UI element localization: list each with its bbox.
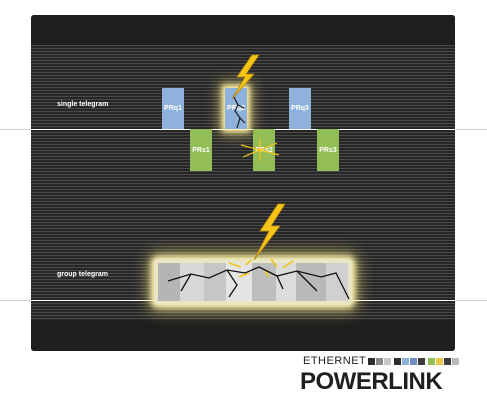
response-box-prs3: PRs3 <box>317 129 339 171</box>
diagram-panel: single telegram group telegram PRq1 PRq2… <box>31 15 455 351</box>
logo-square <box>444 358 451 365</box>
logo-square <box>376 358 383 365</box>
baseline-extension-left <box>0 129 31 130</box>
response-box-prs2: PRs2 <box>253 129 275 171</box>
group-telegram-label: group telegram <box>57 271 108 278</box>
request-box-prq3: PRq3 <box>289 88 311 129</box>
request-box-prq1: PRq1 <box>162 88 184 129</box>
group-telegram-segments <box>158 263 348 301</box>
baseline-extension-right <box>455 300 487 301</box>
spark-icon <box>228 258 294 278</box>
lightning-bolt-icon <box>253 203 286 261</box>
baseline-extension-right <box>455 129 487 130</box>
logo-square <box>402 358 409 365</box>
logo-square <box>384 358 391 365</box>
spark-icon <box>240 139 280 161</box>
crack-icon <box>167 266 350 300</box>
logo-square <box>394 358 401 365</box>
crack-icon <box>233 96 246 129</box>
baseline-extension-left <box>0 300 31 301</box>
lightning-bolt-icon <box>231 54 260 100</box>
top-band <box>31 15 455 45</box>
single-telegram-label: single telegram <box>57 101 109 108</box>
logo-square <box>368 358 375 365</box>
logo-powerlink-text: POWERLINK <box>300 368 443 395</box>
logo-square <box>410 358 417 365</box>
logo-square <box>428 358 435 365</box>
lightning-overlay <box>167 54 350 300</box>
bottom-band <box>31 320 455 351</box>
response-box-prs1: PRs1 <box>190 129 212 171</box>
logo-square <box>452 358 459 365</box>
logo-square <box>418 358 425 365</box>
logo-ethernet-text: ETHERNET <box>303 355 367 367</box>
single-telegram-baseline <box>31 129 455 130</box>
logo-square <box>436 358 443 365</box>
